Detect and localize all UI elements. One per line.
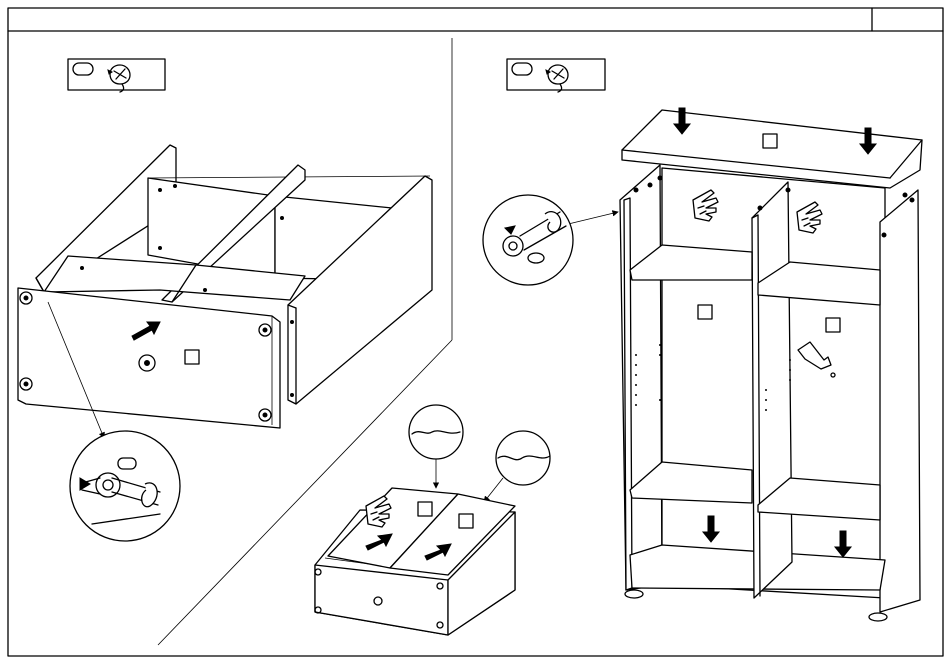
right-count-oval <box>512 63 532 75</box>
left-count-oval <box>73 63 93 75</box>
foot <box>625 590 643 598</box>
drawer-assembly <box>315 405 550 635</box>
right-tool-box <box>507 59 605 92</box>
foot <box>869 613 887 621</box>
wardrobe-right-side <box>880 190 920 612</box>
cam-lock-screwdriver-icon <box>546 65 568 92</box>
right-cam-detail-callout <box>483 195 618 285</box>
wardrobe-assembly <box>620 108 922 621</box>
left-cabinet-assembly <box>18 145 432 428</box>
cam-lock-screwdriver-icon <box>108 65 130 92</box>
left-tool-box <box>68 59 165 92</box>
